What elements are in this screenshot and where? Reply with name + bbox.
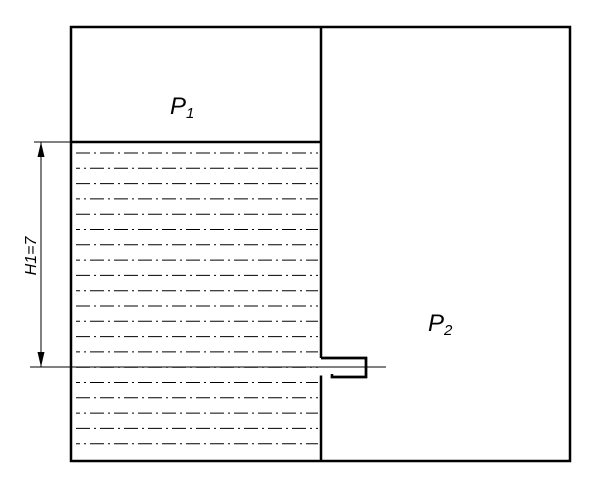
label-height: H1=7 [23, 236, 40, 276]
connecting-tube-outline [321, 356, 368, 379]
dimension-arrow-bottom [37, 352, 45, 367]
label-p1: P1 [170, 93, 194, 122]
label-p1-main: P [170, 93, 186, 120]
label-p2-main: P [428, 310, 444, 337]
liquid-hatch [76, 152, 318, 445]
label-p2-sub: 2 [443, 322, 453, 339]
label-p1-sub: 1 [186, 105, 194, 122]
dimension-arrow-top [37, 142, 45, 157]
label-p2: P2 [428, 310, 453, 339]
